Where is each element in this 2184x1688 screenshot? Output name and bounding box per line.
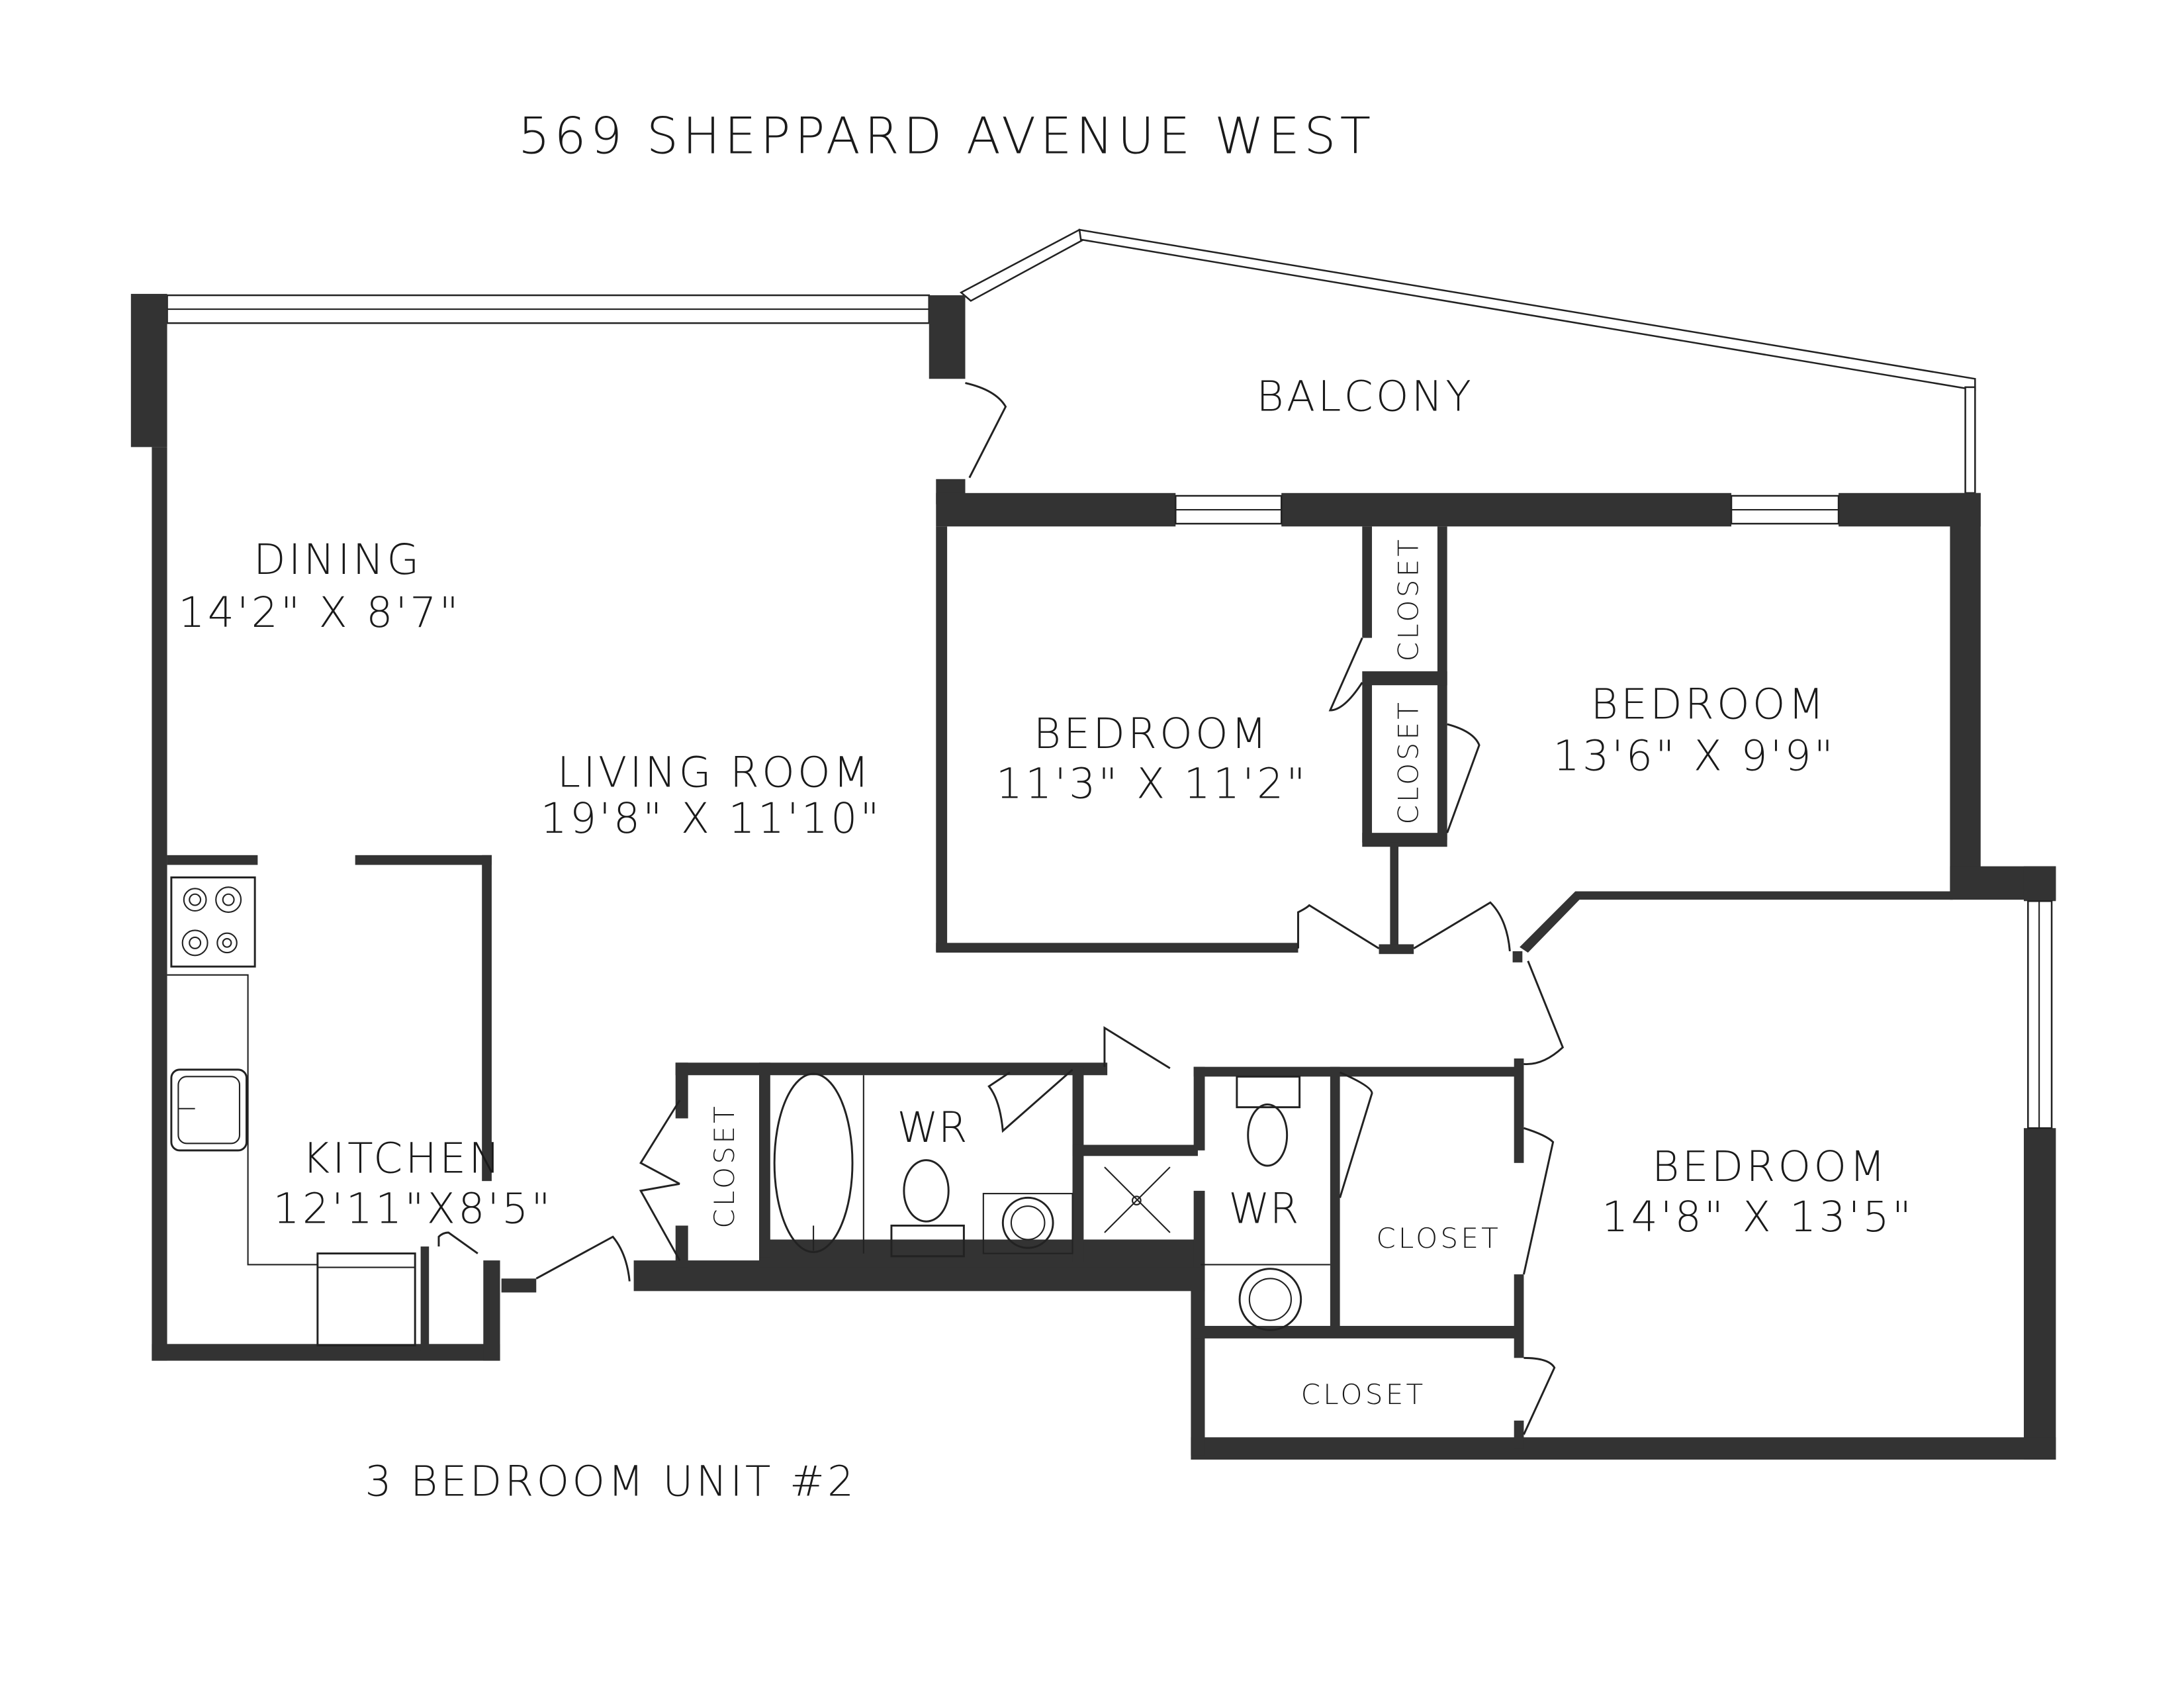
bedroom-1-size: 11'3" X 11'2" [996, 759, 1308, 808]
toilet-icon-2 [1236, 1075, 1301, 1167]
walls [130, 293, 2056, 1460]
stove-icon [170, 876, 256, 968]
building-address-title: 569 SHEPPARD AVENUE WEST [518, 107, 1375, 165]
bedroom-2-size: 13'6" X 9'9" [1553, 731, 1836, 780]
closet-label-bedroom3-side: CLOSET [1376, 1222, 1501, 1254]
refrigerator-icon [316, 1252, 416, 1346]
shower-drain-icon [1104, 1166, 1171, 1233]
bedroom-2-label: BEDROOM [1590, 680, 1827, 729]
balcony-railing [959, 228, 1976, 494]
kitchen-size: 12'11"X8'5" [273, 1184, 553, 1233]
toilet-icon [890, 1159, 965, 1258]
closet-label-bedroom3-bottom: CLOSET [1301, 1378, 1426, 1411]
dining-label: DINING [253, 535, 422, 584]
washroom-1-label: WR [897, 1103, 967, 1152]
kitchen-sink-icon [170, 1068, 248, 1152]
bathroom-sink-icon-2 [1201, 1264, 1330, 1331]
closet-label-hall: CLOSET [708, 1103, 741, 1229]
bedroom-3-label: BEDROOM [1652, 1142, 1888, 1191]
dining-window [166, 294, 931, 324]
living-room-size: 19'8" X 11'10" [541, 794, 882, 843]
closet-label-bedroom1-lower: CLOSET [1392, 700, 1424, 825]
dining-size: 14'2" X 8'7" [178, 588, 461, 637]
bathroom-sink-icon [982, 1193, 1073, 1254]
unit-subtitle: 3 BEDROOM UNIT #2 [365, 1457, 856, 1506]
counter [167, 974, 318, 1266]
balcony-label: BALCONY [1256, 372, 1474, 421]
bedroom-3-size: 14'8" X 13'5" [1602, 1192, 1914, 1241]
closet-label-bedroom1-upper: CLOSET [1392, 537, 1424, 662]
bedroom-windows [1175, 494, 2053, 1129]
doors [437, 382, 1565, 1435]
bedroom-1-label: BEDROOM [1034, 709, 1270, 758]
kitchen-label: KITCHEN [302, 1134, 503, 1183]
washroom-2-label: WR [1228, 1184, 1298, 1233]
living-room-label: LIVING ROOM [557, 748, 872, 797]
bathtub-icon [773, 1072, 864, 1254]
